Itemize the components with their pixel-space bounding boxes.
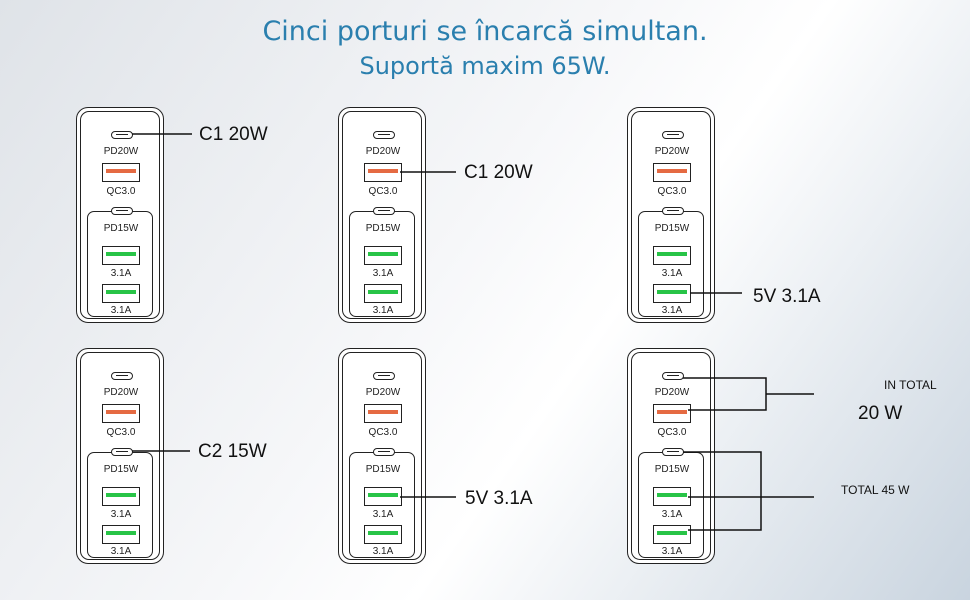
usb-a-port-2-icon <box>653 525 691 544</box>
usb-a-2-label: 3.1A <box>370 305 396 316</box>
pd15-label: PD15W <box>365 464 401 475</box>
charger-diagram-2: PD20W QC3.0 PD15W 3.1A 3.1A <box>338 107 426 323</box>
pd20-label: PD20W <box>654 387 690 398</box>
usb-c-port-top-icon <box>662 372 684 380</box>
usb-a-qc-port-icon <box>364 404 402 423</box>
pd20-label: PD20W <box>103 146 139 157</box>
usb-a-1-label: 3.1A <box>110 268 132 279</box>
callout-total-20: 20 W <box>858 403 903 424</box>
charger-diagram-3: PD20W QC3.0 PD15W 3.1A 3.1A <box>627 107 715 323</box>
qc3-label: QC3.0 <box>106 427 136 438</box>
usb-a-2-label: 3.1A <box>108 546 134 557</box>
usb-a-2-label: 3.1A <box>659 546 685 557</box>
usb-a-port-2-icon <box>102 525 140 544</box>
usb-a-2-label: 3.1A <box>370 546 396 557</box>
qc3-label: QC3.0 <box>368 427 398 438</box>
usb-c-port-bottom-icon <box>662 207 684 215</box>
charger-diagram-4: PD20W QC3.0 PD15W 3.1A 3.1A <box>76 348 164 564</box>
pd15-label: PD15W <box>103 223 139 234</box>
usb-a-1-label: 3.1A <box>661 509 683 520</box>
qc3-label: QC3.0 <box>657 427 687 438</box>
charger-diagram-6: PD20W QC3.0 PD15W 3.1A 3.1A <box>627 348 715 564</box>
usb-c-port-bottom-icon <box>373 448 395 456</box>
usb-c-port-bottom-icon <box>373 207 395 215</box>
usb-a-qc-port-icon <box>102 404 140 423</box>
pd20-label: PD20W <box>103 387 139 398</box>
pd20-label: PD20W <box>365 387 401 398</box>
usb-a-port-2-icon <box>364 284 402 303</box>
usb-a-1-label: 3.1A <box>372 509 394 520</box>
usb-c-port-top-icon <box>373 131 395 139</box>
usb-c-port-bottom-icon <box>111 207 133 215</box>
qc3-label: QC3.0 <box>657 186 687 197</box>
callout-in-total: IN TOTAL <box>884 378 937 392</box>
usb-a-port-1-icon <box>364 487 402 506</box>
usb-a-port-2-icon <box>364 525 402 544</box>
usb-a-1-label: 3.1A <box>661 268 683 279</box>
callout-usb-a-bottom: 5V 3.1A <box>753 286 821 307</box>
usb-c-port-bottom-icon <box>111 448 133 456</box>
qc3-label: QC3.0 <box>106 186 136 197</box>
pd15-label: PD15W <box>103 464 139 475</box>
usb-c-port-top-icon <box>373 372 395 380</box>
usb-c-port-top-icon <box>111 131 133 139</box>
usb-a-port-2-icon <box>102 284 140 303</box>
qc3-label: QC3.0 <box>368 186 398 197</box>
pd20-label: PD20W <box>365 146 401 157</box>
bracket-total-45 <box>683 451 762 531</box>
usb-a-qc-port-icon <box>653 163 691 182</box>
charger-diagram-1: PD20W QC3.0 PD15W 3.1A 3.1A <box>76 107 164 323</box>
usb-a-port-1-icon <box>102 487 140 506</box>
charger-diagram-5: PD20W QC3.0 PD15W 3.1A 3.1A <box>338 348 426 564</box>
callout-usb-a-top: 5V 3.1A <box>465 488 533 509</box>
pd15-label: PD15W <box>365 223 401 234</box>
callout-c1-top: C1 20W <box>199 124 268 145</box>
usb-c-port-top-icon <box>662 131 684 139</box>
callout-total-45: TOTAL 45 W <box>841 483 910 497</box>
usb-c-port-top-icon <box>111 372 133 380</box>
usb-a-1-label: 3.1A <box>372 268 394 279</box>
pd20-label: PD20W <box>654 146 690 157</box>
pd15-label: PD15W <box>654 464 690 475</box>
callout-c1-qc: C1 20W <box>464 162 533 183</box>
usb-a-1-label: 3.1A <box>110 509 132 520</box>
pd15-label: PD15W <box>654 223 690 234</box>
usb-a-port-1-icon <box>364 246 402 265</box>
usb-a-port-1-icon <box>102 246 140 265</box>
usb-a-2-label: 3.1A <box>108 305 134 316</box>
bracket-in-total <box>683 377 767 411</box>
usb-a-qc-port-icon <box>102 163 140 182</box>
callout-c2: C2 15W <box>198 441 267 462</box>
usb-a-port-1-icon <box>653 246 691 265</box>
headline-title: Cinci porturi se încarcă simultan. <box>262 16 708 47</box>
usb-a-2-label: 3.1A <box>659 305 685 316</box>
usb-a-qc-port-icon <box>653 404 691 423</box>
headline-subtitle: Suportă maxim 65W. <box>359 52 611 80</box>
